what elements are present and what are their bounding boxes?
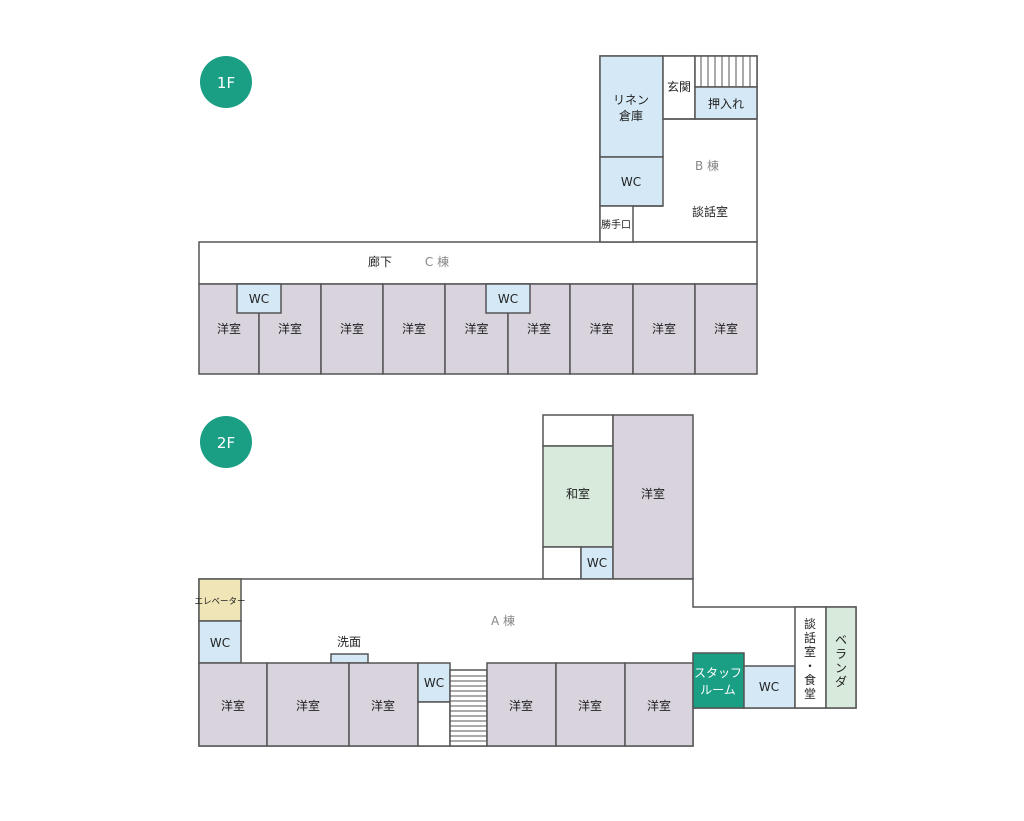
room-youshitsu-1f-1-label: 洋室 <box>217 321 241 336</box>
room-katteguchi <box>599 205 634 243</box>
floor-badge-1f <box>200 56 252 108</box>
room-staff-label-1: スタッフ <box>694 666 742 680</box>
room-youshitsu-2f-upper-label: 洋室 <box>641 486 665 501</box>
room-wc-1f-c2-label: WC <box>498 292 518 306</box>
rooms-1f-youshitsu: 洋室 洋室 洋室 洋室 洋室 洋室 洋室 洋室 洋室 <box>198 283 758 375</box>
stairs-2f-steps <box>450 675 487 742</box>
stairs-1f <box>694 55 758 88</box>
room-linen-label-2: 倉庫 <box>619 108 643 123</box>
danwa-vert-char: ・ <box>804 659 816 673</box>
room-wc-2f-upper-label: WC <box>587 556 607 570</box>
room-youshitsu-2f-6 <box>624 662 694 747</box>
room-elevator-label: エレベーター <box>194 597 245 607</box>
room-youshitsu-1f-9-label: 洋室 <box>714 321 738 336</box>
room-youshitsu-2f-4-label: 洋室 <box>509 698 533 713</box>
room-wc-2f-center-label: WC <box>424 676 444 690</box>
room-youshitsu-1f-8-label: 洋室 <box>652 321 676 336</box>
floor-2f: 2F 和室 WC 洋室 エレベーター WC 洗面 A 棟 洋室 洋室 洋室 WC <box>194 414 857 747</box>
space-2f-under-wc <box>417 701 451 747</box>
room-danwa-shokudou <box>794 606 827 709</box>
stairs-2f <box>449 669 488 747</box>
floor-1f: 1F リネン 倉庫 WC 勝手口 玄関 押入れ B 棟 談話室 廊下 C 棟 洋… <box>198 55 758 375</box>
corridor-label: 廊下 <box>368 254 392 269</box>
room-youshitsu-1f-7 <box>569 283 634 375</box>
veranda-vert-char: ラ <box>835 647 847 661</box>
room-wc-2f-left <box>198 620 242 664</box>
room-youshitsu-1f-8 <box>632 283 696 375</box>
room-youshitsu-2f-6-label: 洋室 <box>647 698 671 713</box>
floor-badge-2f-label: 2F <box>217 434 235 452</box>
room-staff <box>692 652 745 709</box>
danwa-vert-char: 堂 <box>804 687 816 701</box>
room-danwa-shokudou-label: 談話室・食堂 <box>804 616 816 701</box>
room-youshitsu-2f-2-label: 洋室 <box>296 698 320 713</box>
floor-badge-1f-label: 1F <box>217 74 235 92</box>
room-washitsu-label: 和室 <box>566 486 590 501</box>
room-youshitsu-1f-4-label: 洋室 <box>402 321 426 336</box>
room-veranda <box>825 606 857 709</box>
room-wc-1f-c2 <box>485 283 531 314</box>
room-youshitsu-2f-5-label: 洋室 <box>578 698 602 713</box>
room-youshitsu-2f-1 <box>198 662 268 747</box>
danwa-vert-char: 談 <box>804 616 816 631</box>
floor-badge-2f <box>200 416 252 468</box>
room-youshitsu-1f-2-label: 洋室 <box>278 321 302 336</box>
room-youshitsu-1f-3 <box>320 283 384 375</box>
wing-b-label: B 棟 <box>695 158 719 173</box>
veranda-vert-char: ダ <box>835 674 847 689</box>
room-genkan-label: 玄関 <box>667 79 691 94</box>
room-youshitsu-1f-5-label: 洋室 <box>464 321 488 336</box>
room-wc-1f-c1-label: WC <box>249 292 269 306</box>
room-youshitsu-2f-upper <box>612 414 694 580</box>
room-wc-2f-right-label: WC <box>759 680 779 694</box>
veranda-vert-char: ン <box>835 661 847 675</box>
danwa-vert-char: 室 <box>804 644 816 659</box>
room-youshitsu-1f-3-label: 洋室 <box>340 321 364 336</box>
room-wc-1f-c1 <box>236 283 282 314</box>
room-wc-1f-b <box>599 156 664 207</box>
room-youshitsu-2f-5 <box>555 662 626 747</box>
room-wc-2f-left-label: WC <box>210 636 230 650</box>
veranda-vert-char: ベ <box>835 633 847 647</box>
stairs-1f-steps <box>700 56 751 87</box>
room-wc-2f-right <box>743 665 796 709</box>
wing-a-label: A 棟 <box>491 613 515 628</box>
corridor-1f <box>198 241 758 285</box>
wing-c-label: C 棟 <box>425 254 449 269</box>
room-katteguchi-label: 勝手口 <box>601 218 631 231</box>
room-senmen <box>330 653 369 664</box>
room-senmen-label: 洗面 <box>337 635 361 649</box>
room-youshitsu-1f-4 <box>382 283 446 375</box>
room-youshitsu-1f-6-label: 洋室 <box>527 321 551 336</box>
room-danwa-1f-label: 談話室 <box>692 204 728 219</box>
room-linen-label-1: リネン <box>613 93 649 107</box>
room-washitsu <box>542 445 614 548</box>
danwa-vert-char: 食 <box>804 672 816 687</box>
room-youshitsu-2f-1-label: 洋室 <box>221 698 245 713</box>
room-youshitsu-2f-3-label: 洋室 <box>371 698 395 713</box>
room-oshiire-label: 押入れ <box>708 97 744 111</box>
room-youshitsu-1f-7-label: 洋室 <box>589 321 613 336</box>
room-staff-label-2: ルーム <box>700 683 736 697</box>
room-elevator <box>198 578 242 622</box>
danwa-vert-char: 話 <box>804 630 816 645</box>
room-wc-1f-b-label: WC <box>621 175 641 189</box>
room-youshitsu-1f-9 <box>694 283 758 375</box>
room-youshitsu-2f-4 <box>486 662 557 747</box>
space-2f-small <box>542 546 582 580</box>
space-2f-upper-left <box>542 414 614 447</box>
